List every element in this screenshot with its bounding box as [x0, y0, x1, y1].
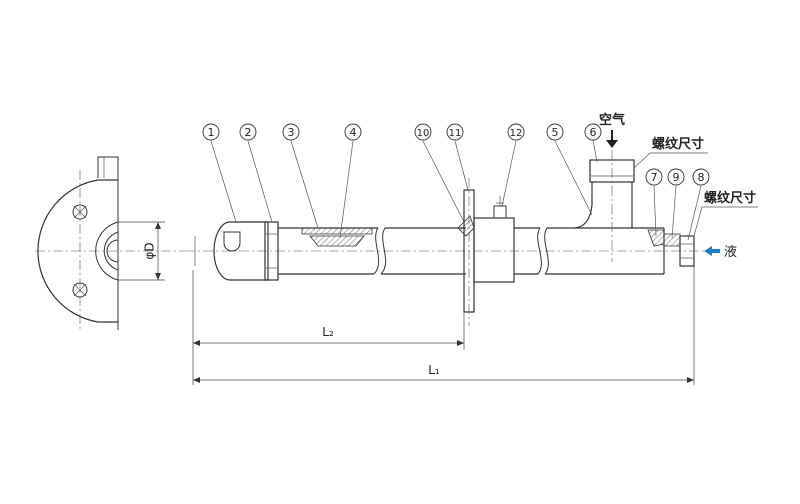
- diameter-label: φD: [143, 242, 157, 259]
- svg-text:3: 3: [288, 126, 295, 139]
- callout-leaders: [210, 139, 702, 241]
- callout-11: 11: [446, 123, 464, 141]
- l2-label: L₂: [322, 325, 334, 339]
- thread-size-label-top: 螺纹尺寸: [652, 136, 704, 152]
- elbow-inner-curve: [574, 195, 593, 229]
- flange-end-view: φD: [35, 156, 185, 330]
- liquid-label: 液: [724, 245, 737, 260]
- svg-text:4: 4: [350, 126, 357, 139]
- nozzle-tip: [213, 221, 269, 281]
- callout-2: 2: [239, 123, 257, 141]
- thread-size-label-right: 螺纹尺寸: [704, 190, 756, 206]
- callout-7: 7: [645, 168, 663, 186]
- liquid-label-group: 液: [704, 245, 737, 260]
- cutaway-section-insert: [309, 235, 365, 247]
- flange-sleeve: [473, 217, 515, 283]
- flange-top-boss: [97, 156, 119, 178]
- callout-6: 6: [584, 123, 602, 141]
- callout-3: 3: [282, 123, 300, 141]
- svg-text:9: 9: [673, 171, 680, 184]
- svg-text:8: 8: [698, 171, 705, 184]
- callout-10: 10: [414, 123, 432, 141]
- cutaway-section-top: [301, 227, 373, 235]
- air-arrow-head: [606, 140, 618, 148]
- thread-size-top-group: 螺纹尺寸: [633, 136, 708, 169]
- callout-12: 12: [507, 123, 525, 141]
- tube-break-2: [537, 227, 542, 275]
- cap-nut: [264, 221, 279, 281]
- callout-1: 1: [202, 123, 220, 141]
- thread-size-right-group: 螺纹尺寸: [693, 190, 758, 237]
- set-screw: [493, 205, 507, 219]
- svg-text:1: 1: [208, 126, 215, 139]
- callout-5: 5: [546, 123, 564, 141]
- l1-label: L₁: [428, 363, 440, 377]
- length-dimensions: L₂ L₁: [192, 266, 695, 385]
- svg-text:2: 2: [245, 126, 252, 139]
- seal-ring: [457, 215, 475, 237]
- tube-break-1: [373, 227, 380, 275]
- svg-text:12: 12: [510, 128, 523, 139]
- air-label-group: 空气: [599, 112, 625, 148]
- svg-text:7: 7: [651, 171, 658, 184]
- svg-text:5: 5: [552, 126, 559, 139]
- air-label: 空气: [599, 112, 625, 128]
- callout-4: 4: [344, 123, 362, 141]
- lance-body: [185, 150, 708, 326]
- callout-8: 8: [692, 168, 710, 186]
- liquid-arrow: [704, 246, 720, 256]
- nozzle-orifice: [223, 231, 241, 252]
- callout-9: 9: [667, 168, 685, 186]
- svg-text:11: 11: [449, 128, 462, 139]
- pipe-mid-circle: [103, 231, 119, 271]
- svg-text:6: 6: [590, 126, 597, 139]
- svg-text:10: 10: [417, 128, 430, 139]
- liquid-inlet-fitting: [679, 235, 695, 267]
